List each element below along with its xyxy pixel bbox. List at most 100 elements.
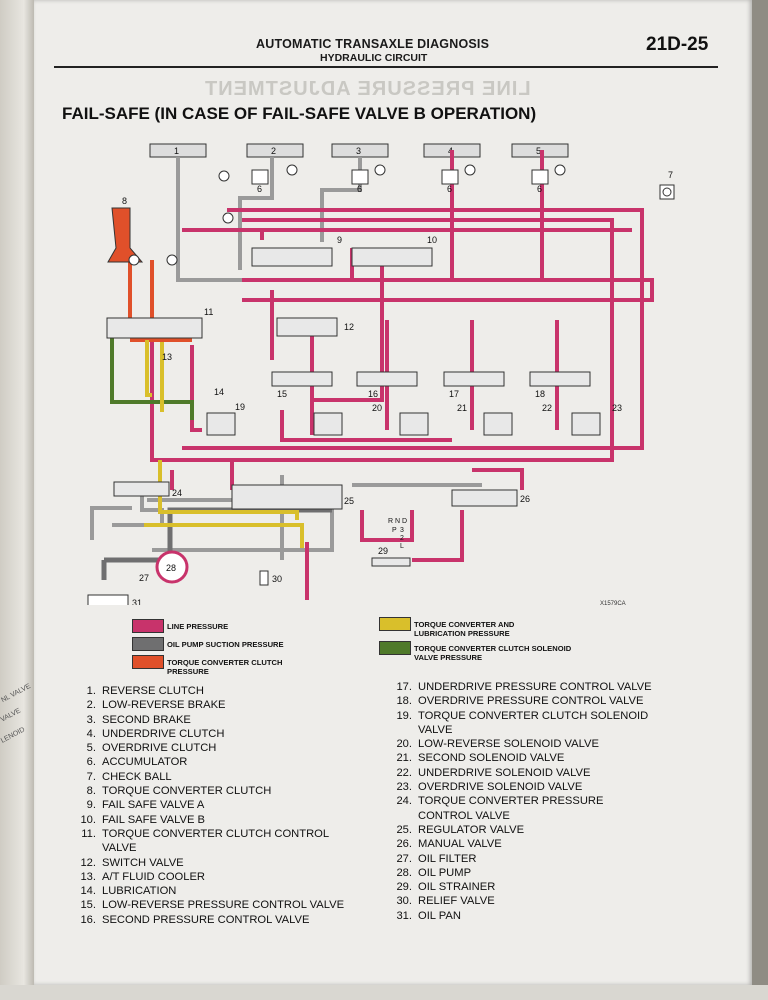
- parts-list-item: 26.MANUAL VALVE: [390, 838, 652, 852]
- svg-text:24: 24: [172, 488, 182, 498]
- parts-list-item: 21.SECOND SOLENOID VALVE: [390, 752, 652, 766]
- svg-text:14: 14: [214, 387, 224, 397]
- parts-list-item: 24.TORQUE CONVERTER PRESSURE: [390, 795, 652, 809]
- svg-text:P: P: [392, 527, 397, 534]
- adjacent-page-fragment: VALVE: [0, 707, 22, 724]
- diagram-title: FAIL-SAFE (IN CASE OF FAIL-SAFE VALVE B …: [62, 104, 537, 123]
- label-5: 5: [536, 146, 541, 156]
- oil-pump-suction-lines: [101, 507, 332, 580]
- oil-strainer: 29: [378, 546, 388, 556]
- accumulator-labels: 6 6 6 6: [257, 184, 542, 194]
- parts-list-item: 11. TORQUE CONVERTER CLUTCH CONTROL: [74, 828, 344, 842]
- parts-list-item: 22.UNDERDRIVE SOLENOID VALVE: [390, 767, 652, 781]
- parts-item-label: TORQUE CONVERTER CLUTCH CONTROL: [102, 827, 330, 840]
- legend-tcc-pressure: TORQUE CONVERTER CLUTCH PRESSURE: [167, 658, 283, 676]
- manual-valve-positions: R N D P 3 2 L: [388, 518, 407, 550]
- parts-item-label: SWITCH VALVE: [102, 856, 184, 869]
- svg-text:R: R: [388, 518, 393, 525]
- svg-text:L: L: [400, 543, 404, 550]
- label-1: 1: [174, 146, 179, 156]
- parts-item-number: 25.: [396, 823, 412, 836]
- parts-list-item: 6.ACCUMULATOR: [74, 756, 344, 770]
- svg-text:6: 6: [357, 184, 362, 194]
- line-pressure-lines: [150, 150, 654, 600]
- parts-item-number: 26.: [396, 838, 412, 851]
- parts-item-continuation: VALVE: [102, 842, 137, 855]
- svg-text:7: 7: [668, 170, 673, 180]
- orifice-markers: [128, 164, 566, 266]
- parts-item-label: OVERDRIVE SOLENOID VALVE: [418, 781, 583, 794]
- adjacent-page-edge: NL VALVE VALVE LENOID: [0, 0, 34, 1000]
- component-numbers: 9 10 11 12 13 14 15 16 17 18 19 20 21 22…: [139, 235, 622, 583]
- svg-text:19: 19: [235, 402, 245, 412]
- parts-item-label: LOW-REVERSE BRAKE: [102, 699, 226, 712]
- svg-text:6: 6: [447, 184, 452, 194]
- parts-item-continuation: CONTROL VALVE: [418, 809, 510, 822]
- parts-item-number: 11.: [81, 827, 96, 840]
- svg-text:16: 16: [368, 389, 378, 399]
- parts-list-item: 5.OVERDRIVE CLUTCH: [74, 742, 344, 756]
- parts-item-label: OIL STRAINER: [418, 881, 496, 894]
- adjacent-page-fragment: NL VALVE: [0, 682, 32, 705]
- parts-item-number: 18.: [396, 695, 412, 708]
- parts-list-item: 15. LOW-REVERSE PRESSURE CONTROL VALVE: [74, 899, 344, 913]
- label-3: 3: [356, 146, 361, 156]
- svg-text:17: 17: [449, 389, 459, 399]
- parts-item-label: OIL PAN: [418, 909, 461, 922]
- parts-item-label: TORQUE CONVERTER CLUTCH SOLENOID: [418, 709, 649, 722]
- clutch-numbers: 1 2 3 4 5: [174, 146, 541, 156]
- accumulators: [251, 169, 549, 185]
- parts-item-number: 17.: [396, 681, 412, 693]
- parts-item-number: 31.: [396, 909, 412, 922]
- manual-page: LINE PRESSURE ADJUSTMENT AUTOMATIC TRANS…: [34, 0, 752, 985]
- svg-text:11: 11: [204, 307, 213, 317]
- parts-item-label: LOW-REVERSE PRESSURE CONTROL VALVE: [102, 899, 345, 912]
- svg-text:D: D: [402, 518, 407, 525]
- parts-item-number: 15.: [80, 899, 96, 912]
- parts-item-number: 28.: [396, 866, 412, 879]
- svg-text:8: 8: [122, 196, 127, 206]
- svg-text:22: 22: [542, 403, 552, 413]
- parts-item-label: REVERSE CLUTCH: [102, 685, 204, 697]
- tcc-solenoid-line: [110, 335, 194, 420]
- header-rule: [54, 66, 718, 68]
- parts-item-number: 20.: [396, 738, 412, 751]
- adjacent-page-fragment: LENOID: [0, 726, 27, 745]
- parts-item-label: TORQUE CONVERTER CLUTCH: [102, 785, 272, 798]
- parts-item-number: 8.: [86, 785, 96, 798]
- parts-list-item: 1.REVERSE CLUTCH: [74, 685, 344, 699]
- parts-list-item: 29.OIL STRAINER: [390, 881, 652, 895]
- parts-item-label: FAIL SAFE VALVE A: [102, 799, 205, 812]
- legend-line-pressure: LINE PRESSURE: [167, 622, 229, 631]
- svg-text:13: 13: [162, 352, 172, 362]
- parts-item-label: UNDERDRIVE CLUTCH: [102, 727, 225, 740]
- svg-text:25: 25: [344, 496, 354, 506]
- legend-oil-pump-suction: OIL PUMP SUCTION PRESSURE: [167, 640, 284, 649]
- svg-text:27: 27: [139, 573, 149, 583]
- parts-item-number: 19.: [396, 709, 412, 722]
- parts-item-label: OIL PUMP: [418, 866, 472, 879]
- parts-list-item: 4.UNDERDRIVE CLUTCH: [74, 728, 344, 742]
- relief-valve: 30: [259, 570, 282, 586]
- parts-item-number: 10.: [80, 813, 96, 826]
- svg-text:2: 2: [400, 535, 404, 542]
- valve-bodies: [106, 247, 601, 567]
- parts-item-number: 16.: [80, 913, 96, 926]
- parts-list-item: 28. OIL PUMP: [390, 867, 652, 881]
- legend-swatch-tcc-solenoid: [379, 641, 411, 655]
- legend-tc-lubrication: TORQUE CONVERTER AND LUBRICATION PRESSUR…: [414, 620, 515, 638]
- legend-tcc-solenoid: TORQUE CONVERTER CLUTCH SOLENOID VALVE P…: [414, 644, 572, 662]
- parts-list-item: 8. TORQUE CONVERTER CLUTCH: [74, 785, 344, 799]
- parts-item-label: CHECK BALL: [102, 770, 172, 783]
- svg-text:21: 21: [457, 403, 467, 413]
- parts-item-label: SECOND PRESSURE CONTROL VALVE: [102, 913, 310, 926]
- svg-text:15: 15: [277, 389, 287, 399]
- svg-text:23: 23: [612, 403, 622, 413]
- parts-list-item: 17.UNDERDRIVE PRESSURE CONTROL VALVE: [390, 681, 651, 695]
- parts-item-label: REGULATOR VALVE: [418, 823, 525, 836]
- parts-list-item: 27.OIL FILTER: [390, 853, 652, 867]
- svg-text:6: 6: [537, 184, 542, 194]
- oil-pan: 31: [87, 594, 142, 605]
- parts-list-item: 13.A/T FLUID COOLER: [74, 871, 344, 885]
- parts-item-number: 3.: [86, 713, 96, 726]
